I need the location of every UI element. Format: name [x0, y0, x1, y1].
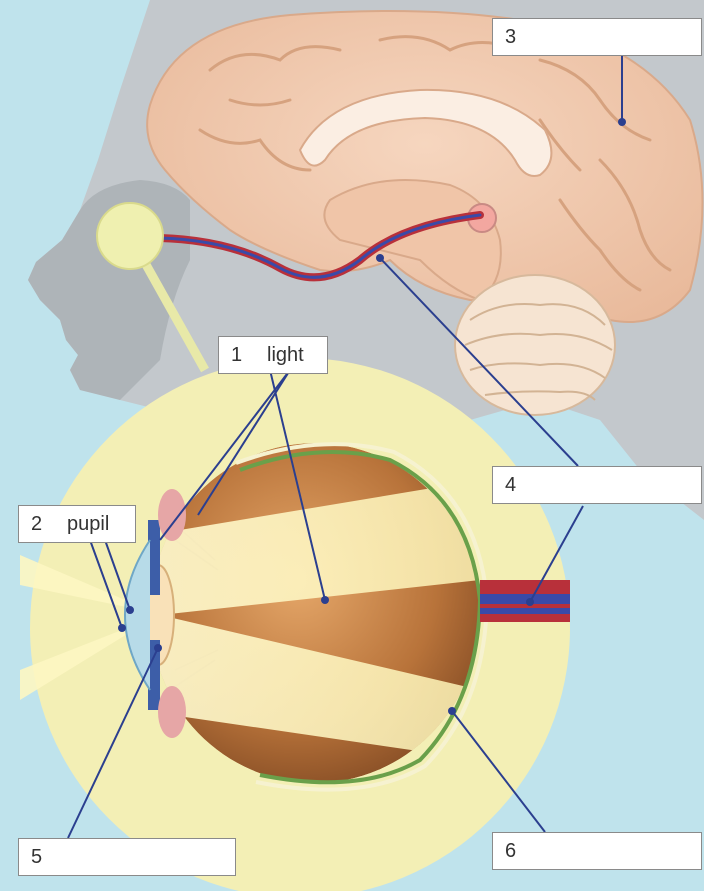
label-1-number: 1: [231, 344, 253, 367]
label-3-number: 3: [505, 26, 527, 49]
ciliary-muscle-upper: [158, 489, 186, 541]
label-6-number: 6: [505, 840, 527, 863]
optic-nerve-core: [480, 594, 570, 604]
label-4-number: 4: [505, 474, 527, 497]
optic-nerve-band: [480, 608, 570, 614]
label-2-number: 2: [31, 513, 53, 536]
label-2-text: pupil: [67, 513, 109, 536]
label-1-text: light: [267, 344, 304, 367]
label-4: 4: [492, 466, 702, 504]
label-2: 2 pupil: [18, 505, 136, 543]
label-5-number: 5: [31, 846, 53, 869]
cerebellum: [455, 275, 615, 415]
label-3: 3: [492, 18, 702, 56]
label-1: 1 light: [218, 336, 328, 374]
label-6: 6: [492, 832, 702, 870]
ciliary-muscle-lower: [158, 686, 186, 738]
label-5: 5: [18, 838, 236, 876]
eye-locator: [97, 203, 163, 269]
